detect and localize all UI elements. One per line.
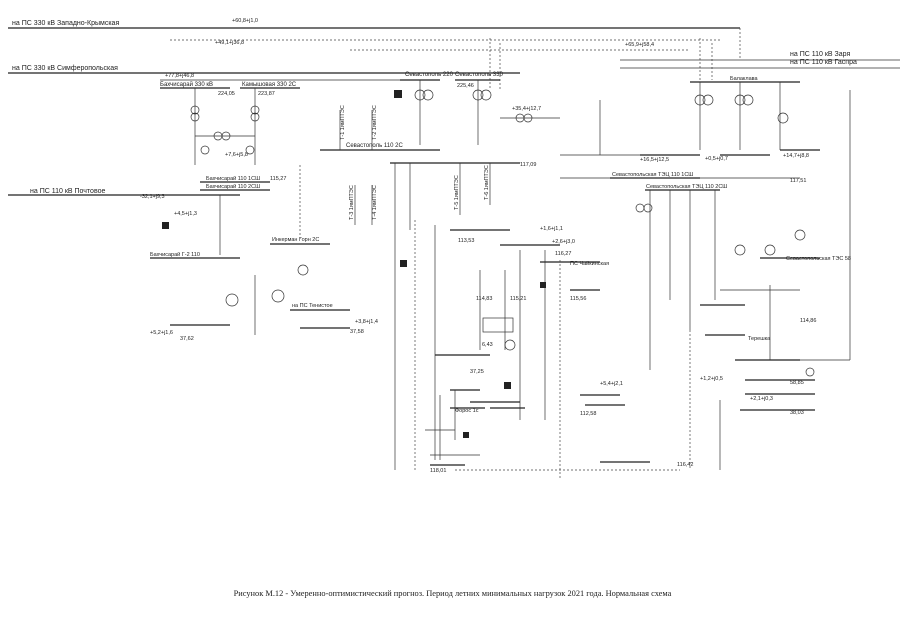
- figure-caption: Рисунок М.12 - Умеренно-оптимистический …: [233, 589, 672, 598]
- sevastopol-tec-area: Севастопольская ТЭЦ 110 1СШ Севастопольс…: [560, 90, 851, 470]
- voltage-label: 116,27: [555, 251, 571, 257]
- voltage-label: 114,86: [800, 318, 816, 324]
- bus-label: Балаклава: [730, 76, 759, 82]
- transformer-label: Т-5 1ямПТЭС: [454, 175, 460, 210]
- central-area: 6,43 37,25 Форос 1с 118,01 +1,6+j1,1 +2,…: [414, 220, 693, 480]
- voltage-label: 117,51: [790, 178, 806, 184]
- misc-markers: ПС Чайкинская +5,4+j2,1 +1,2+j0,5 +2,1+j…: [400, 260, 773, 402]
- transformer-label: Т-2 1ямПТЭС: [372, 105, 378, 140]
- bus-label: Бахчисарай 330 кВ: [160, 81, 213, 88]
- transformer-label: Т-4 1ямПТЭС: [372, 185, 378, 220]
- sevastopol-330-area: Севастополь 220 Севастополь 330 225,46 +…: [394, 72, 560, 145]
- transformer-label: Т-1 1ямПТЭС: [340, 105, 346, 140]
- bus-label: ПС Чайкинская: [570, 260, 609, 267]
- bus-label: Форос 1с: [455, 408, 479, 414]
- bus-label: Севастополь 220: [405, 72, 454, 78]
- voltage-label: 115,27: [270, 176, 286, 182]
- voltage-label: 118,01: [430, 468, 446, 474]
- voltage-label: 115,56: [570, 296, 586, 302]
- flow-label: +2,1+j0,3: [750, 396, 773, 402]
- bus-label: Севастопольская ТЭЦ 110 1СШ: [612, 172, 693, 178]
- voltage-label: 225,46: [457, 83, 474, 89]
- bus-label: Инкерман Горн 2С: [272, 237, 319, 243]
- bus-label: Камышовая 330 2С: [242, 82, 297, 88]
- transformer-group: Т-1 1ямПТЭС Т-2 1ямПТЭС Т-3 1ямПТЭС Т-4 …: [339, 105, 491, 225]
- voltage-label: 223,87: [258, 91, 275, 97]
- voltage-label: 112,58: [580, 411, 596, 417]
- bus-label: Бахчисарай Г-2 110: [150, 251, 200, 258]
- transformer-label: Т-6 1ямПТЭС: [484, 165, 490, 200]
- balaklava-area: Балаклава +16,5+j12,5 +14,7+j8,8 +0,5+j0…: [560, 76, 820, 163]
- flow-label: +16,5+j12,5: [640, 157, 669, 163]
- flow-label: +65,9+j58,4: [625, 42, 654, 48]
- voltage-label: 113,53: [458, 238, 474, 244]
- generator-marker: [400, 260, 407, 267]
- flow-label: +5,2+j1,6: [150, 330, 173, 336]
- generator-marker: [463, 432, 469, 438]
- line-label-gaspra: на ПС 110 кВ Гаспра: [790, 59, 857, 66]
- generator-marker: [394, 90, 402, 98]
- bus-label: Севастополь 330: [455, 72, 504, 78]
- feeder-labels: на ПС 330 кВ Западно-Крымская на ПС 330 …: [12, 18, 857, 200]
- bus-label: Севастополь 110 2С: [346, 143, 403, 149]
- line-label-pochtovoe: на ПС 110 кВ Почтовое: [30, 188, 105, 195]
- voltage-label: 38,03: [790, 410, 804, 416]
- voltage-label: 37,62: [180, 336, 194, 342]
- bus-label: на ПС Тенистое: [292, 303, 333, 309]
- generator-marker: [540, 282, 546, 288]
- flow-label: +2,6+j3,0: [552, 239, 575, 245]
- line-label-simferopolskaya: на ПС 330 кВ Симферопольская: [12, 65, 118, 72]
- bus-label: Бахчисарай 110 2СШ: [206, 183, 260, 190]
- voltage-label: 117,09: [520, 162, 536, 168]
- flow-label: +4,5+j1,3: [174, 211, 197, 217]
- bus-label: Бахчисарай 110 1СШ: [206, 175, 260, 182]
- flow-label: +35,4+j12,7: [512, 106, 541, 112]
- voltage-label: 37,58: [350, 329, 364, 335]
- flow-label: +7,6+j5,8: [225, 152, 248, 158]
- voltage-label: 58,85: [790, 380, 804, 386]
- bakhchisaray-330-area: Бахчисарай 330 кВ Камышовая 330 2С 224,0…: [160, 81, 300, 165]
- generator-marker: [504, 382, 511, 389]
- flow-label: +1,2+j0,5: [700, 376, 723, 382]
- flow-label: +49,1+j36,8: [215, 40, 244, 46]
- bakhchisaray-110-area: Бахчисарай 110 1СШ Бахчисарай 110 2СШ 11…: [150, 175, 378, 342]
- voltage-label: 114,83: [476, 296, 492, 302]
- voltage-label: 115,21: [510, 296, 526, 302]
- sevastopol-110-area: Севастополь 110 2С 117,09 Т-1 1ямПТЭС Т-…: [299, 105, 536, 470]
- bus-label: Севастопольская ТЭЦ 110 2СШ: [646, 184, 727, 190]
- flow-label: +0,5+j0,7: [705, 156, 728, 162]
- flow-label: -32,1+j9,3: [140, 194, 165, 200]
- flow-label: +3,8+j1,4: [355, 319, 378, 325]
- flow-label: +14,7+j8,8: [783, 153, 809, 159]
- flow-label: +60,8+j1,0: [232, 18, 258, 24]
- line-label-zapadno-krymskaya: на ПС 330 кВ Западно-Крымская: [12, 20, 119, 27]
- voltage-label: 6,43: [482, 342, 493, 348]
- voltage-label: 37,25: [470, 369, 484, 375]
- transformer-label: Т-3 1ямПТЭС: [349, 185, 355, 220]
- generator-marker: [162, 222, 169, 229]
- flow-label: +5,4+j2,1: [600, 381, 623, 387]
- bus-label: Терешка: [748, 336, 771, 342]
- flow-label: +1,6+j1,1: [540, 226, 563, 232]
- line-label-zarya: на ПС 110 кВ Заря: [790, 51, 850, 58]
- voltage-label: 116,42: [677, 462, 693, 468]
- flow-label: +77,8+j46,8: [165, 73, 194, 79]
- voltage-label: 224,05: [218, 91, 235, 97]
- feeder-lines: [8, 27, 900, 196]
- bus-label: Севастопольская ТЭС 58: [786, 256, 851, 262]
